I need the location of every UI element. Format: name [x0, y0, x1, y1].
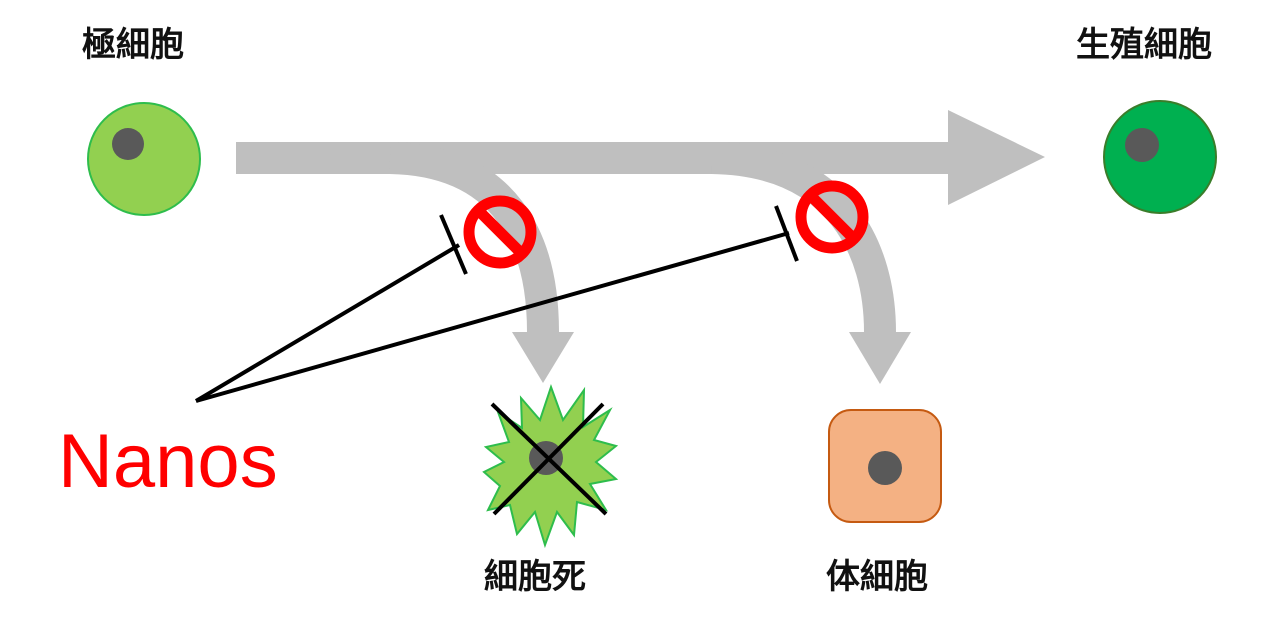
somatic-cell-label: 体細胞: [826, 557, 928, 597]
polar-cell: [87, 102, 201, 216]
inhibition-lines: [194, 205, 799, 403]
no-entry-icon: [463, 195, 537, 269]
main-arrow-shaft: [236, 142, 952, 174]
polar-cell-body: [87, 102, 201, 216]
death-branch-head: [512, 332, 574, 383]
germ-cell-label: 生殖細胞: [1076, 25, 1212, 65]
nanos-label: Nanos: [58, 419, 278, 504]
somatic-cell-nucleus: [868, 451, 902, 485]
death-branch-shaft: [389, 142, 559, 333]
inhibit-bar-death: [439, 214, 468, 275]
somatic-branch-head: [849, 332, 911, 384]
inhibit-line-death: [194, 243, 461, 403]
main-arrow-head: [948, 110, 1045, 205]
main-arrow: [236, 110, 1045, 205]
germ-cell-body: [1103, 100, 1217, 214]
germ-cell: [1103, 100, 1217, 214]
inhibit-line-somatic: [195, 231, 790, 403]
polar-cell-label: 極細胞: [82, 25, 184, 65]
somatic-cell: [828, 409, 942, 523]
germ-cell-nucleus: [1125, 128, 1159, 162]
inhibit-bar-somatic: [774, 205, 799, 262]
cross-icon: [490, 402, 608, 516]
death-branch-arrow: [389, 142, 574, 383]
cell-death-label: 細胞死: [484, 557, 586, 597]
no-entry-icon: [795, 180, 869, 254]
polar-cell-nucleus: [112, 128, 144, 160]
somatic-branch-arrow: [711, 142, 911, 384]
dead-cell: [482, 383, 619, 549]
somatic-branch-shaft: [711, 142, 896, 333]
